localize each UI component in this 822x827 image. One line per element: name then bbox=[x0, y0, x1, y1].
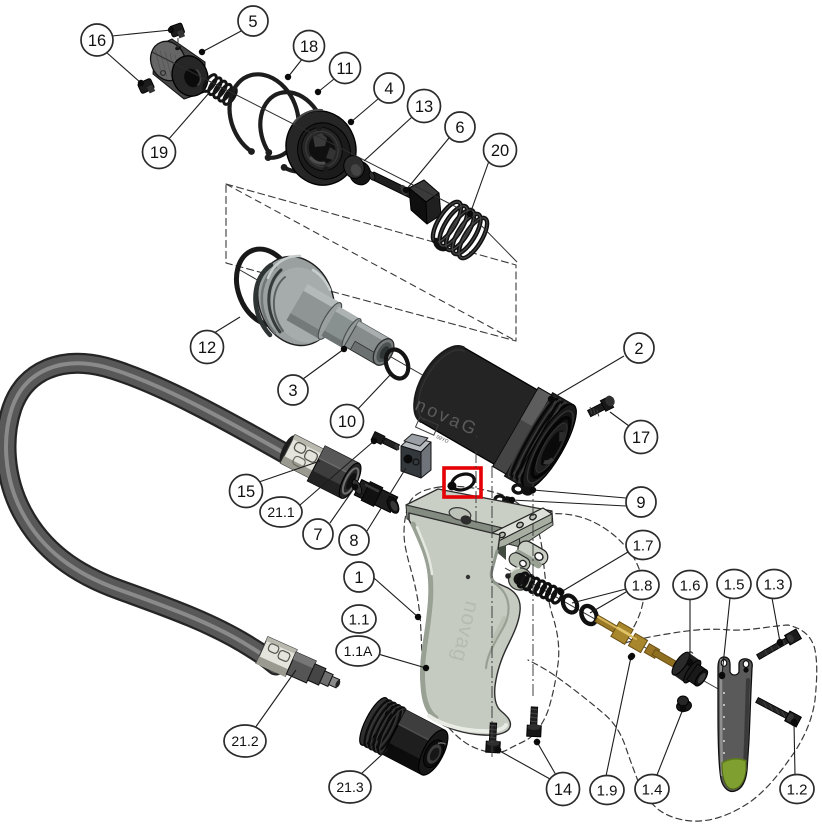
svg-text:12: 12 bbox=[198, 339, 216, 357]
svg-text:4: 4 bbox=[384, 80, 393, 98]
svg-text:18: 18 bbox=[300, 38, 318, 56]
svg-text:7: 7 bbox=[313, 526, 322, 544]
svg-text:8: 8 bbox=[349, 532, 358, 550]
svg-text:10: 10 bbox=[338, 413, 356, 431]
svg-text:1.6: 1.6 bbox=[680, 577, 701, 594]
svg-text:9: 9 bbox=[636, 494, 645, 512]
svg-text:16: 16 bbox=[88, 32, 106, 50]
svg-text:1.1: 1.1 bbox=[349, 611, 370, 628]
svg-text:1.7: 1.7 bbox=[633, 537, 654, 554]
svg-text:21.3: 21.3 bbox=[336, 779, 363, 795]
svg-text:21.2: 21.2 bbox=[231, 733, 258, 749]
svg-text:5: 5 bbox=[248, 13, 257, 31]
svg-text:3: 3 bbox=[288, 382, 297, 400]
svg-text:21.1: 21.1 bbox=[267, 504, 294, 520]
svg-text:1.5: 1.5 bbox=[724, 576, 745, 593]
svg-text:1.1A: 1.1A bbox=[344, 643, 373, 659]
svg-text:1: 1 bbox=[354, 569, 363, 587]
svg-text:13: 13 bbox=[415, 98, 433, 116]
svg-text:6: 6 bbox=[455, 119, 464, 137]
svg-text:14: 14 bbox=[554, 781, 572, 799]
svg-text:11: 11 bbox=[336, 60, 353, 78]
svg-text:1.8: 1.8 bbox=[632, 577, 653, 594]
svg-text:20: 20 bbox=[491, 142, 509, 160]
svg-text:1.4: 1.4 bbox=[642, 781, 663, 798]
svg-text:1.9: 1.9 bbox=[597, 782, 618, 799]
svg-text:15: 15 bbox=[237, 483, 255, 501]
svg-text:1.2: 1.2 bbox=[787, 781, 808, 798]
svg-text:2: 2 bbox=[634, 340, 643, 358]
svg-text:09YO: 09YO bbox=[435, 434, 449, 445]
svg-text:1.3: 1.3 bbox=[764, 576, 785, 593]
svg-text:17: 17 bbox=[632, 429, 650, 447]
svg-text:19: 19 bbox=[150, 144, 168, 162]
